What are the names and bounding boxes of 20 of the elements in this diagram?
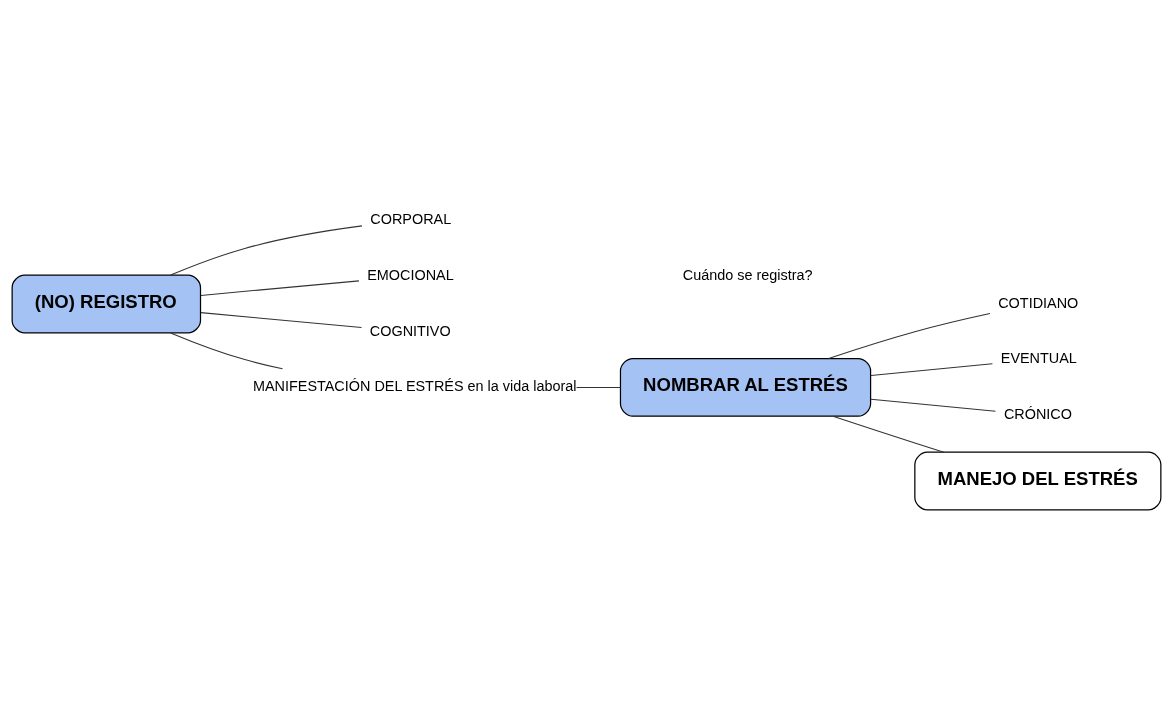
node-text: MANIFESTACIÓN DEL ESTRÉS en la vida laboral xyxy=(253,377,577,394)
connector xyxy=(200,279,360,296)
connector xyxy=(870,398,996,412)
node-box: NOMBRAR AL ESTRÉS xyxy=(619,357,872,417)
node-box: MANEJO DEL ESTRÉS xyxy=(914,451,1162,510)
node-text: EVENTUAL xyxy=(1000,349,1077,366)
connector xyxy=(170,331,283,369)
node-text: CORPORAL xyxy=(370,210,452,227)
connector xyxy=(832,415,945,453)
connector xyxy=(828,312,991,359)
label: Cuándo se registra? xyxy=(682,266,813,283)
node-text: CRÓNICO xyxy=(1003,405,1072,422)
node-text: EMOCIONAL xyxy=(367,266,454,283)
node-text: COTIDIANO xyxy=(998,294,1079,311)
connector xyxy=(870,362,993,376)
node-text: COGNITIVO xyxy=(369,322,451,339)
connector xyxy=(170,224,363,276)
connector xyxy=(200,311,362,328)
node-box: (NO) REGISTRO xyxy=(11,274,202,333)
connector xyxy=(576,386,621,388)
